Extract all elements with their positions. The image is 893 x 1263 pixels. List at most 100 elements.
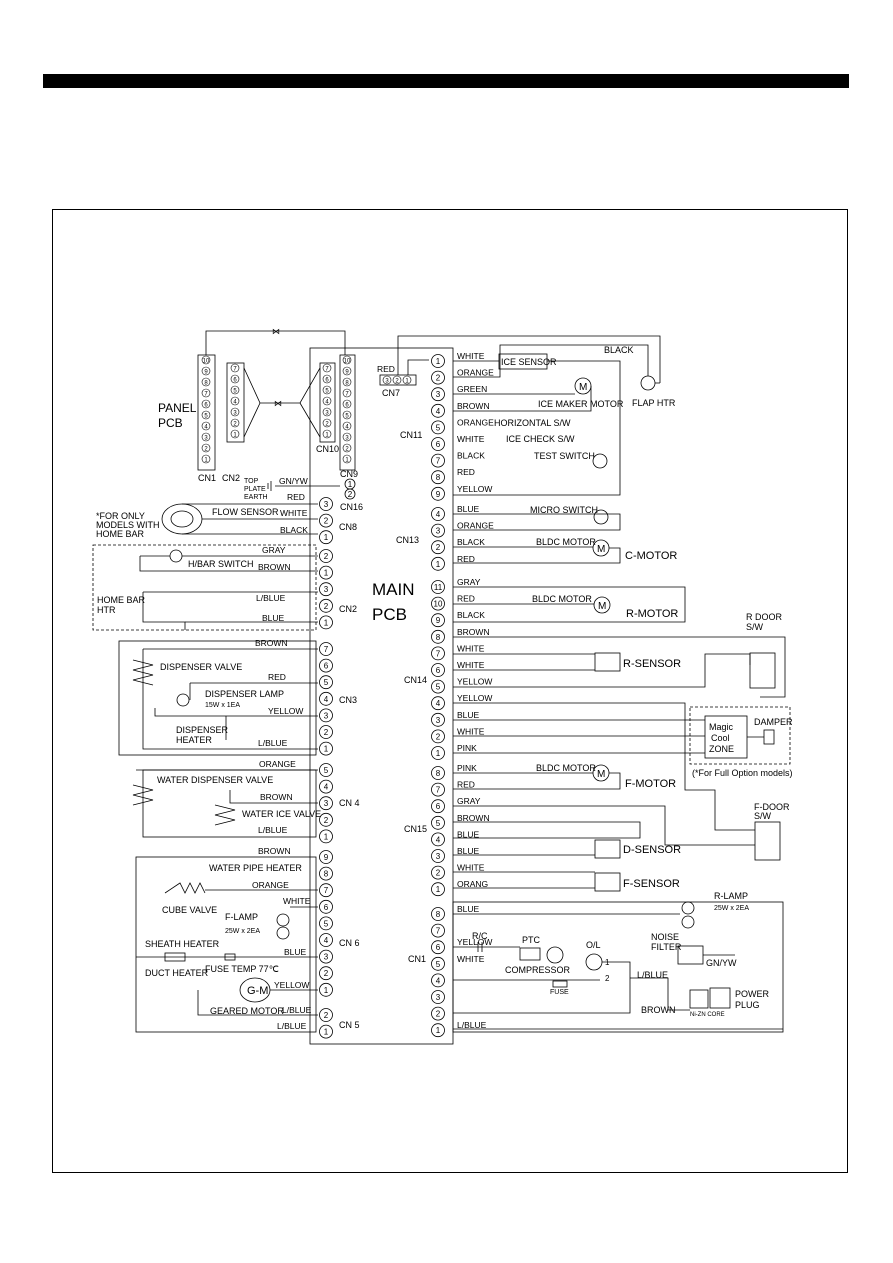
pin-label: 4 <box>324 936 329 945</box>
dispenser-valve-coil <box>132 659 154 686</box>
cn4-brown-wire <box>229 790 318 804</box>
pin-label: 5 <box>436 960 441 969</box>
r-motor-m: M <box>598 601 606 612</box>
pin-cn11-6 <box>431 437 445 451</box>
wire-color-cn6: YELLOW <box>274 980 309 990</box>
horizontal-sw-label: HORIZONTAL S/W <box>494 418 571 428</box>
pin-panel-cn1-pins-2 <box>201 443 211 453</box>
flow-sensor-symbol <box>161 503 203 535</box>
pin-cn3-4 <box>319 691 333 706</box>
micro-switch-symbol <box>593 509 609 525</box>
pin-label: 4 <box>324 695 329 704</box>
cn6-box <box>135 856 317 1033</box>
pin-label: 5 <box>204 414 208 420</box>
pin-label: 4 <box>204 425 208 431</box>
wire-color-cn11: BROWN <box>457 401 490 411</box>
micro-switch-wire <box>453 513 621 531</box>
wire-color-cn2: BLUE <box>262 613 285 623</box>
black-top-label: BLACK <box>604 345 634 355</box>
pin-label: 3 <box>324 711 329 720</box>
pin-label: 2 <box>324 969 329 978</box>
wire-color-cn5: L/BLUE <box>277 1021 307 1031</box>
pin-label: 3 <box>204 436 208 442</box>
pin-panel-cn2-pins-5 <box>230 385 240 395</box>
panel-wire-break: ⋈ <box>274 399 282 408</box>
wire-color-cn15: WHITE <box>457 863 485 873</box>
pin-label: 8 <box>436 473 441 482</box>
pin-label: 3 <box>436 716 441 725</box>
pin-cn2-2 <box>319 549 333 563</box>
wire-color-cn2: L/BLUE <box>256 593 286 603</box>
wire-color-cn5: L/BLUE <box>282 1005 312 1015</box>
pin-cn11-3 <box>431 387 445 402</box>
pin-label: 2 <box>436 732 441 741</box>
wire-color-cn14: BLACK <box>457 610 485 620</box>
pin-label: 4 <box>325 400 329 406</box>
pin-label: 5 <box>324 766 329 775</box>
pin-label: 2 <box>325 422 329 428</box>
r-door-label-2: S/W <box>746 622 764 632</box>
r-door-wire <box>453 636 786 698</box>
pin-cn8-3 <box>319 497 333 511</box>
wire-color-cn3: YELLOW <box>268 706 303 716</box>
wire-color-cn14: PINK <box>457 743 477 753</box>
home-bar-box <box>92 544 317 631</box>
noise-filter-label: NOISE <box>651 932 679 942</box>
panel-pcb-label-2: PCB <box>158 416 183 430</box>
pin-label: 9 <box>204 370 208 376</box>
pin-cn1-2 <box>431 1006 445 1021</box>
pin-label: 1 <box>348 480 353 489</box>
gm-label: G-M <box>247 985 268 997</box>
c-motor-label: C-MOTOR <box>625 550 677 562</box>
pin-label: 3 <box>436 390 441 399</box>
pin-label: 4 <box>324 783 329 792</box>
pin-label: 4 <box>345 425 349 431</box>
pin-cn8-2 <box>319 513 333 528</box>
flow-sensor-symbol-inner <box>170 510 194 528</box>
pin-cn3-7 <box>319 642 333 656</box>
pin-cn1-8 <box>431 907 445 921</box>
pin-label: 1 <box>324 832 329 841</box>
pin-label: 11 <box>434 583 443 592</box>
pin-label: 2 <box>324 602 329 611</box>
wire-color-cn3: L/BLUE <box>258 738 288 748</box>
r-sensor-label: R-SENSOR <box>623 658 681 670</box>
pin-cn8-1 <box>319 530 333 545</box>
pin-cn2-2 <box>319 598 333 613</box>
pin-cn9-pins-10 <box>342 355 352 365</box>
wire-color-cn3: RED <box>268 672 286 682</box>
r-door-switch-box <box>749 652 776 689</box>
pin-cn14-9 <box>431 613 445 628</box>
pin-label: 9 <box>436 616 441 625</box>
pin-cn10-pins-1 <box>322 429 332 439</box>
cn1-outline <box>452 901 784 1033</box>
pin-cn3-5 <box>319 675 333 690</box>
pin-cn3-2 <box>319 725 333 739</box>
pin-cn9-pins-5 <box>342 410 352 420</box>
hbar-switch-label: H/BAR SWITCH <box>188 559 254 569</box>
cn1-brown-label: BROWN <box>641 1005 676 1015</box>
wire-color-cn4: ORANGE <box>259 759 296 769</box>
pin-cn15-7 <box>431 782 445 797</box>
wire-color-cn11: ORANGE <box>457 368 494 378</box>
cn2-main-label: CN2 <box>339 604 357 614</box>
panel-wire <box>260 367 321 404</box>
pin-cn10-pins-3 <box>322 407 332 417</box>
pin-cn7-2 <box>392 375 402 385</box>
fuse-temp-symbol <box>224 953 236 961</box>
f-motor-label: F-MOTOR <box>625 778 676 790</box>
pin-cn6-1 <box>319 982 333 997</box>
wire-color-cn15: BLUE <box>457 829 480 839</box>
wire-color-cn14: WHITE <box>457 726 485 736</box>
pin-label: 3 <box>325 411 329 417</box>
f-door-wire-2 <box>453 805 755 846</box>
ol-pin-2: 2 <box>605 974 610 983</box>
pin-label: 8 <box>345 381 349 387</box>
pin-cn4-1 <box>319 829 333 844</box>
pin-label: 3 <box>324 500 329 509</box>
pin-label: 7 <box>325 367 329 373</box>
note-home-bar-3: HOME BAR <box>96 529 145 539</box>
note-home-bar: *FOR ONLY <box>96 511 145 521</box>
wire-color-cn13: ORANGE <box>457 521 494 531</box>
